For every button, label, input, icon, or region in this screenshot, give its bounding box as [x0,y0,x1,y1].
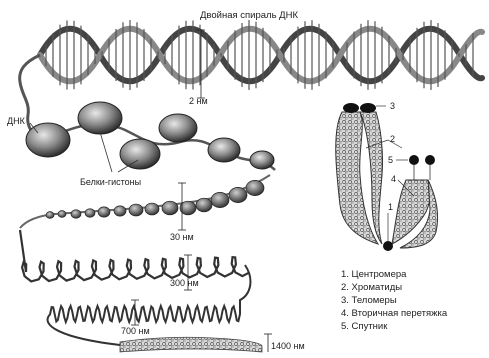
chromosome-number-1: 1 [388,202,393,212]
satellite-2 [425,155,435,165]
satellite-1 [409,155,419,165]
label-700nm: 700 нм [121,326,150,336]
chromatid-1400nm [120,334,272,352]
fiber-nucleosome [229,187,247,202]
fiber-nucleosome [46,212,54,219]
legend: 1. Центромера 2. Хроматиды 3. Теломеры 4… [341,268,447,333]
label-histone-proteins: Белки-гистоны [80,177,141,187]
nucleosome-5 [208,138,240,162]
fiber-nucleosome [246,180,264,195]
fiber-nucleosome [71,210,81,219]
label-2nm: 2 нм [189,96,208,106]
centromere [383,241,393,251]
label-1400nm: 1400 нм [271,341,305,351]
fiber-nucleosome [85,209,95,218]
telomere-2 [360,103,376,113]
fiber-nucleosome [114,206,126,216]
label-dna: ДНК [7,116,25,126]
nucleosome-6 [250,151,274,169]
fiber-nucleosome [58,211,66,218]
solenoid-30nm-fiber [20,175,270,230]
chromosome-number-3: 3 [390,101,395,111]
legend-item-satellite: 5. Спутник [341,320,447,333]
nucleosome-chain [26,102,275,172]
chromosome-number-2: 2 [390,134,395,144]
chromosome-number-4: 4 [391,174,396,184]
chromosome-number-5: 5 [388,155,393,165]
nucleosome-1 [26,123,70,157]
label-30nm: 30 нм [170,232,194,242]
fiber-nucleosome [162,201,178,215]
legend-item-centromere: 1. Центромера [341,268,447,281]
dna-double-helix [40,20,482,98]
label-300nm: 300 нм [170,278,199,288]
nucleosome-3 [120,139,160,169]
nucleosome-4 [159,114,197,142]
fiber-nucleosome [98,207,110,217]
metaphase-chromosome [336,103,438,251]
nucleosome-2 [78,102,122,134]
fiber-nucleosome [211,192,229,207]
looped-domain-300nm [20,230,250,290]
fiber-nucleosome [129,204,143,216]
legend-item-chromatids: 2. Хроматиды [341,281,447,294]
legend-item-secondary-constriction: 4. Вторичная перетяжка [341,307,447,320]
fiber-nucleosome [145,203,159,215]
telomere-1 [343,103,359,113]
label-dna-double-helix: Двойная спираль ДНК [200,11,298,21]
fiber-nucleosome [196,198,212,212]
legend-item-telomeres: 3. Теломеры [341,294,447,307]
